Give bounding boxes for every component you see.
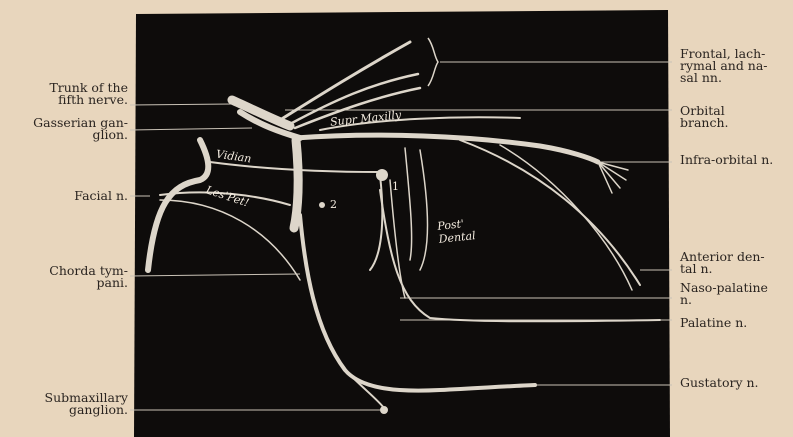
label-gasserian-ganglion: Gasserian gan- glion. xyxy=(4,117,128,141)
inner-label-post-dental: Post' Dental xyxy=(437,216,476,246)
otic-ganglion xyxy=(319,202,325,208)
label-anterior-dental: Anterior den- tal n. xyxy=(680,251,790,275)
label-trunk-fifth-nerve: Trunk of the fifth nerve. xyxy=(8,82,128,106)
inferior-maxillary-trunk xyxy=(294,140,298,228)
submaxillary-ganglion xyxy=(380,406,388,414)
inner-label-2: 2 xyxy=(330,198,337,211)
label-infra-orbital: Infra-orbital n. xyxy=(680,154,790,166)
label-gustatory: Gustatory n. xyxy=(680,377,790,389)
label-orbital-branch: Orbital branch. xyxy=(680,105,790,129)
label-submaxillary-ganglion: Submaxillary ganglion. xyxy=(8,392,128,416)
label-naso-palatine: Naso-palatine n. xyxy=(680,282,790,306)
label-palatine: Palatine n. xyxy=(680,317,790,329)
inner-label-1: 1 xyxy=(392,180,399,193)
label-frontal-lachrymal-nasal: Frontal, lach- rymal and na- sal nn. xyxy=(680,48,790,84)
label-facial-nerve: Facial n. xyxy=(8,190,128,202)
spheno-palatine-ganglion xyxy=(376,169,388,181)
label-chorda-tympani: Chorda tym- pani. xyxy=(8,265,128,289)
